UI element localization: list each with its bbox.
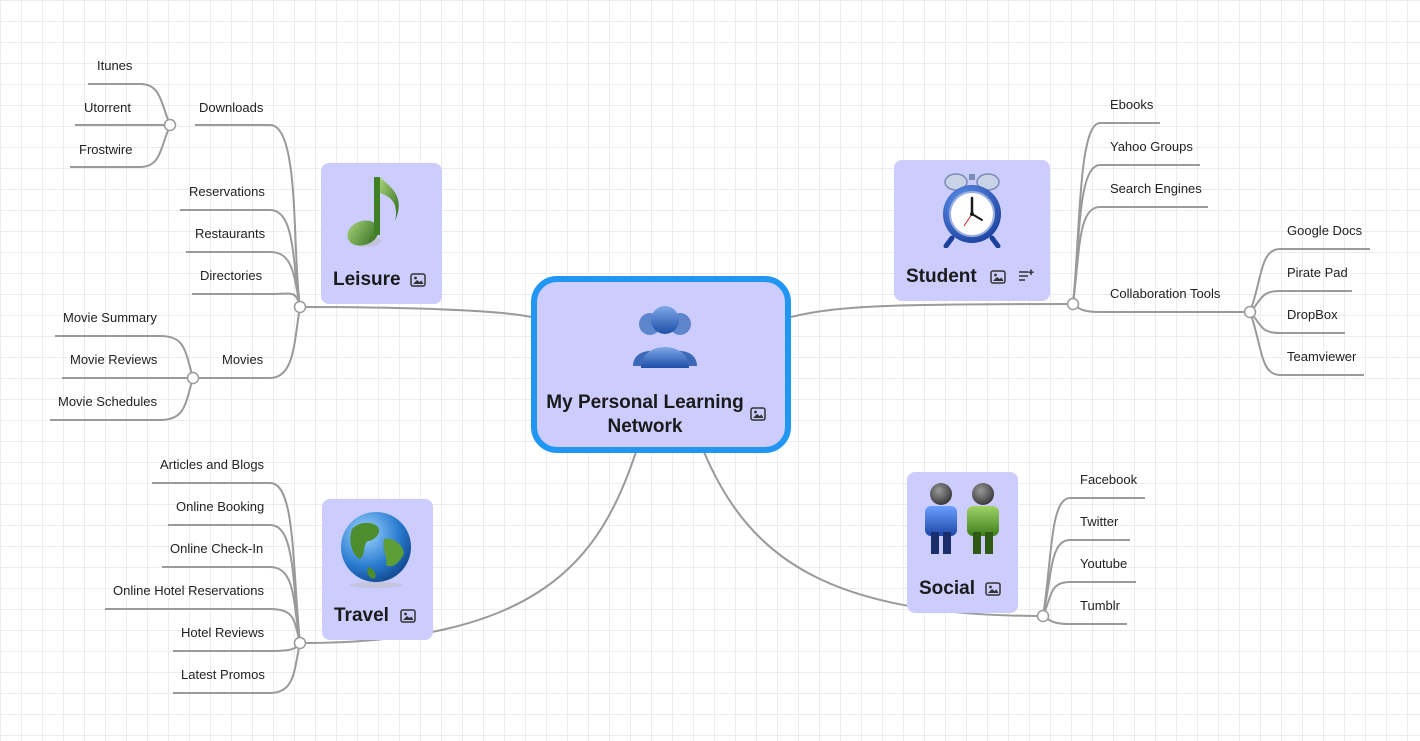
junction-collaboration bbox=[1243, 305, 1257, 319]
student-title: Student bbox=[906, 266, 977, 287]
central-topic[interactable]: My Personal Learning Network bbox=[531, 276, 791, 453]
leisure-title: Leisure bbox=[333, 269, 401, 290]
topic-utorrent[interactable]: Utorrent bbox=[84, 100, 131, 115]
topic-restaurants[interactable]: Restaurants bbox=[195, 226, 266, 241]
connector-central-student bbox=[790, 303, 1074, 318]
topic-movies[interactable]: Movies bbox=[222, 352, 264, 367]
people-group-icon bbox=[633, 306, 697, 368]
branch-student[interactable]: Student bbox=[894, 160, 1050, 301]
topic-movie-reviews[interactable]: Movie Reviews bbox=[70, 352, 158, 367]
travel-title: Travel bbox=[334, 605, 389, 626]
central-title: My Personal Learning Network bbox=[546, 392, 744, 437]
topic-yahoo-groups[interactable]: Yahoo Groups bbox=[1110, 139, 1193, 154]
image-icon[interactable] bbox=[750, 407, 766, 421]
topic-facebook[interactable]: Facebook bbox=[1080, 472, 1138, 487]
topic-search-engines[interactable]: Search Engines bbox=[1110, 181, 1202, 196]
topic-tumblr[interactable]: Tumblr bbox=[1080, 598, 1120, 613]
junction-social bbox=[1036, 609, 1050, 623]
topic-pirate-pad[interactable]: Pirate Pad bbox=[1287, 265, 1348, 280]
music-note-icon bbox=[347, 177, 399, 247]
two-people-icon bbox=[925, 483, 999, 554]
branch-travel[interactable]: Travel bbox=[322, 499, 433, 640]
topic-latest-promos[interactable]: Latest Promos bbox=[181, 667, 265, 682]
topic-collaboration-tools[interactable]: Collaboration Tools bbox=[1110, 286, 1221, 301]
topic-google-docs[interactable]: Google Docs bbox=[1287, 223, 1363, 238]
topic-itunes[interactable]: Itunes bbox=[97, 58, 133, 73]
topic-teamviewer[interactable]: Teamviewer bbox=[1287, 349, 1357, 364]
topic-downloads[interactable]: Downloads bbox=[199, 100, 264, 115]
topic-movie-summary[interactable]: Movie Summary bbox=[63, 310, 157, 325]
topic-movie-schedules[interactable]: Movie Schedules bbox=[58, 394, 157, 409]
connector-central-leisure bbox=[299, 306, 532, 318]
image-icon[interactable] bbox=[400, 609, 416, 623]
add-note-icon[interactable] bbox=[1018, 269, 1034, 283]
topic-online-check-in[interactable]: Online Check-In bbox=[170, 541, 264, 556]
topic-online-hotel-reservations[interactable]: Online Hotel Reservations bbox=[113, 583, 265, 598]
image-icon[interactable] bbox=[990, 270, 1006, 284]
alarm-clock-icon bbox=[943, 173, 1001, 248]
junction-student bbox=[1066, 297, 1080, 311]
topic-hotel-reviews[interactable]: Hotel Reviews bbox=[181, 625, 265, 640]
social-title: Social bbox=[919, 578, 975, 599]
topic-frostwire[interactable]: Frostwire bbox=[79, 142, 133, 157]
image-icon[interactable] bbox=[985, 582, 1001, 596]
junction-leisure bbox=[293, 300, 307, 314]
branch-leisure[interactable]: Leisure bbox=[321, 163, 442, 304]
topic-ebooks[interactable]: Ebooks bbox=[1110, 97, 1154, 112]
globe-icon bbox=[341, 512, 411, 588]
branch-social[interactable]: Social bbox=[907, 472, 1018, 613]
topic-dropbox[interactable]: DropBox bbox=[1287, 307, 1338, 322]
junction-travel bbox=[293, 636, 307, 650]
topic-twitter[interactable]: Twitter bbox=[1080, 514, 1119, 529]
junction-movies bbox=[186, 371, 200, 385]
topic-youtube[interactable]: Youtube bbox=[1080, 556, 1128, 571]
topic-reservations[interactable]: Reservations bbox=[189, 184, 265, 199]
image-icon[interactable] bbox=[410, 273, 426, 287]
topic-online-booking[interactable]: Online Booking bbox=[176, 499, 265, 514]
topic-directories[interactable]: Directories bbox=[200, 268, 263, 283]
topic-articles-blogs[interactable]: Articles and Blogs bbox=[160, 457, 265, 472]
junction-downloads bbox=[163, 118, 177, 132]
